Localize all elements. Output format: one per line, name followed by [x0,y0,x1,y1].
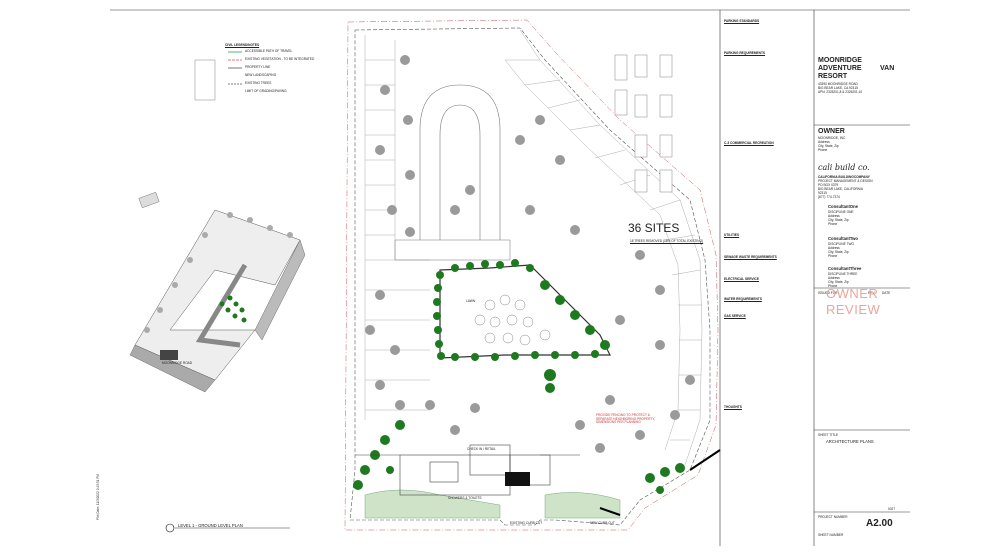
gas-heading: GAS SERVICE [724,314,746,318]
project-name-3: VAN [880,65,895,72]
lawn-label: LAWN [466,299,476,303]
project-apn: APN: 2325201,8 & 2325201,10 [818,90,863,94]
project-address-2: BIG BEAR LAKE, CA 92315 [818,86,858,90]
legend-item: NEW LANDSCAPING [245,73,277,77]
new-curb-label: NEW CURB CUT [590,521,615,525]
consultant-city: City, State, Zip [828,250,849,254]
utilities-heading: UTILITIES [724,233,740,237]
consultant-phone: Phone [828,222,838,226]
plot-date-label: Plot Date: [96,506,100,520]
issued-for-label: ISSUED FOR [818,291,838,295]
consultant-name: ConsultantTwo [828,236,858,241]
legend-item: ACCESSIBLE PATH OF TRAVEL [245,49,293,53]
firm-name: CALIFORNIA BUILDINGCOMPANY [818,175,870,179]
showers-label: SHOWERS & TOILETS [448,496,482,500]
firm-line: BIG BEAR LAKE, CALIFORNIA [818,187,863,191]
firm-line: (877) 774-7374 [818,195,840,199]
sheet-title-label: SHEET TITLE [818,433,839,437]
date-label: DATE [882,291,891,295]
sites-count-label: 36 SITES [628,221,680,235]
sheet-number-label: SHEET NUMBER [818,533,844,537]
firm-line: PO BOX 0379 [818,183,839,187]
thoughts-heading: THOUGHTS [724,405,742,409]
project-name-4: RESORT [818,73,848,80]
consultant-city: City, State, Zip [828,218,849,222]
plot-date-value: 11/3/2022 2:43:31 PM [96,473,100,506]
check-in-label: CHECK IN / RETAIL [467,447,496,451]
consultant-discipline: DISCIPLINE TWO [828,242,854,246]
sites-subtitle: 18 TREES REMOVED (18% OF TOTAL EXISTING) [630,239,704,243]
project-number-label: PROJECT NUMBER [818,515,848,519]
consultant-address: Address [828,214,840,218]
owner-review-stamp-1: OWNER [826,286,879,301]
plan-title: LEVEL 1 - GROUND LEVEL PLAN [178,523,243,528]
electrical-heading: ELECTRICAL SERVICE [724,277,759,281]
parking-requirements-heading: PARKING REQUIREMENTS [724,51,766,55]
road-label: MOONRIDGE ROAD [162,361,193,365]
owner-heading: OWNER [818,128,845,135]
consultant-city: City, State, Zip [828,280,849,284]
consultant-discipline: DISCIPLINE ONE [828,210,854,214]
sheet-number: A2.00 [866,518,893,529]
parking-standards-heading: PARKING STANDARDS [724,19,760,23]
firm-line: PROJECT MANAGEMENT & DESIGN [818,179,873,183]
consultant-name: ConsultantOne [828,204,859,209]
consultant-discipline: DISCIPLINE THREE [828,272,858,276]
water-heading: WATER REQUIREMENTS [724,297,762,301]
owner-address: Address [818,140,830,144]
consultant-address: Address [828,276,840,280]
firm-logo: cali build co. [818,163,870,172]
consultant-phone: Phone [828,284,838,288]
fencing-note: PROVIDE FENCING TO PROTECT & SEPARATE NE… [596,413,655,425]
legend-item: EXISTING VEGETATION - TO BE INTEGRATED [245,57,315,61]
sheet-title: ARCHITECTURE PLANS [826,439,874,444]
consultant-address: Address [828,246,840,250]
project-address-1: 43390 MOONRIDGE ROAD [818,82,858,86]
project-name-2: ADVENTURE [818,65,862,72]
plot-date: Plot Date: 11/3/2022 2:43:31 PM [96,474,100,520]
project-number: 0027 [888,507,896,511]
project-name-1: MOONRIDGE [818,57,862,64]
legend-item: PROPERTY LINE [245,65,271,69]
owner-name: MOONRIDGE, INC [818,136,846,140]
legend-item: EXISTING TREES [245,81,272,85]
consultant-phone: Phone [828,254,838,258]
owner-review-stamp-2: REVIEW [826,302,881,317]
existing-curb-label: EXISTING CURB CUT [510,521,543,525]
owner-city: City, State, Zip [818,144,839,148]
legend-item: LIMIT OF GRADING/PAVING [245,89,287,93]
owner-phone: Phone [818,148,828,152]
legend-title: CIVIL LEGEND/NOTES [225,43,260,47]
commercial-rec-heading: C-3 COMMERCIAL RECREATION [724,141,774,145]
firm-line: 92315 [818,191,827,195]
rev-label: REV. [868,291,876,295]
sewage-heading: SEWAGE WASTE REQUIREMENTS [724,255,777,259]
consultant-name: ConsultantThree [828,266,862,271]
